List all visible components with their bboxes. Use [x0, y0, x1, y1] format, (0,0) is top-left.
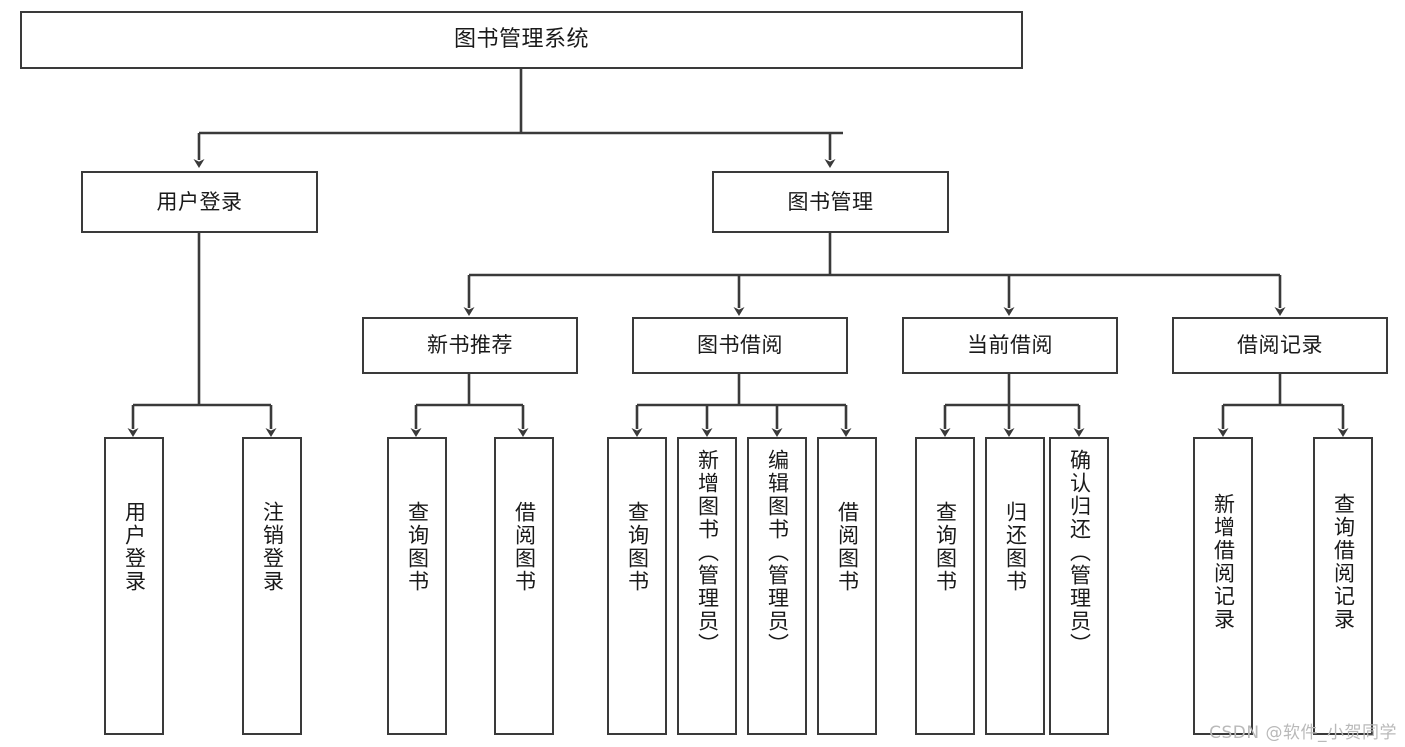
- leaf-query-borrow-record[interactable]: 查询借阅记录: [1313, 437, 1373, 735]
- node-label: 确认归还（管理员）: [1067, 449, 1092, 656]
- leaf-edit-book-admin[interactable]: 编辑图书（管理员）: [747, 437, 807, 735]
- leaf-add-borrow-record[interactable]: 新增借阅记录: [1193, 437, 1253, 735]
- node-label: 图书借阅: [697, 333, 783, 358]
- node-label: 查询图书: [933, 501, 958, 593]
- node-root-system[interactable]: 图书管理系统: [20, 11, 1023, 69]
- node-new-book-recommend[interactable]: 新书推荐: [362, 317, 578, 374]
- node-label: 注销登录: [260, 501, 285, 593]
- leaf-query-book-recommend[interactable]: 查询图书: [387, 437, 447, 735]
- node-book-borrow[interactable]: 图书借阅: [632, 317, 848, 374]
- csdn-watermark: CSDN @软件_小贺同学: [1209, 723, 1397, 743]
- node-label: 图书管理: [787, 189, 874, 214]
- node-label: 用户登录: [122, 501, 147, 593]
- node-label: 新书推荐: [427, 333, 513, 358]
- leaf-query-book-current[interactable]: 查询图书: [915, 437, 975, 735]
- node-current-borrow[interactable]: 当前借阅: [902, 317, 1118, 374]
- node-label: 新增借阅记录: [1211, 493, 1236, 631]
- node-borrow-record[interactable]: 借阅记录: [1172, 317, 1388, 374]
- leaf-borrow-book-recommend[interactable]: 借阅图书: [494, 437, 554, 735]
- node-label: 新增图书（管理员）: [695, 449, 720, 656]
- node-label: 编辑图书（管理员）: [765, 449, 790, 656]
- node-book-management[interactable]: 图书管理: [712, 171, 949, 233]
- node-label: 当前借阅: [967, 333, 1053, 358]
- leaf-return-book[interactable]: 归还图书: [985, 437, 1045, 735]
- node-label: 查询借阅记录: [1331, 493, 1356, 631]
- node-label: 用户登录: [156, 189, 243, 214]
- node-label: 查询图书: [625, 501, 650, 593]
- node-label: 借阅记录: [1237, 333, 1323, 358]
- leaf-user-login[interactable]: 用户登录: [104, 437, 164, 735]
- node-label: 图书管理系统: [453, 27, 589, 53]
- node-label: 查询图书: [405, 501, 430, 593]
- node-label: 借阅图书: [512, 501, 537, 593]
- leaf-borrow-book[interactable]: 借阅图书: [817, 437, 877, 735]
- leaf-logout[interactable]: 注销登录: [242, 437, 302, 735]
- leaf-add-book-admin[interactable]: 新增图书（管理员）: [677, 437, 737, 735]
- node-label: 借阅图书: [835, 501, 860, 593]
- leaf-confirm-return-admin[interactable]: 确认归还（管理员）: [1049, 437, 1109, 735]
- node-label: 归还图书: [1003, 501, 1028, 593]
- leaf-query-book-borrow[interactable]: 查询图书: [607, 437, 667, 735]
- node-user-login[interactable]: 用户登录: [81, 171, 318, 233]
